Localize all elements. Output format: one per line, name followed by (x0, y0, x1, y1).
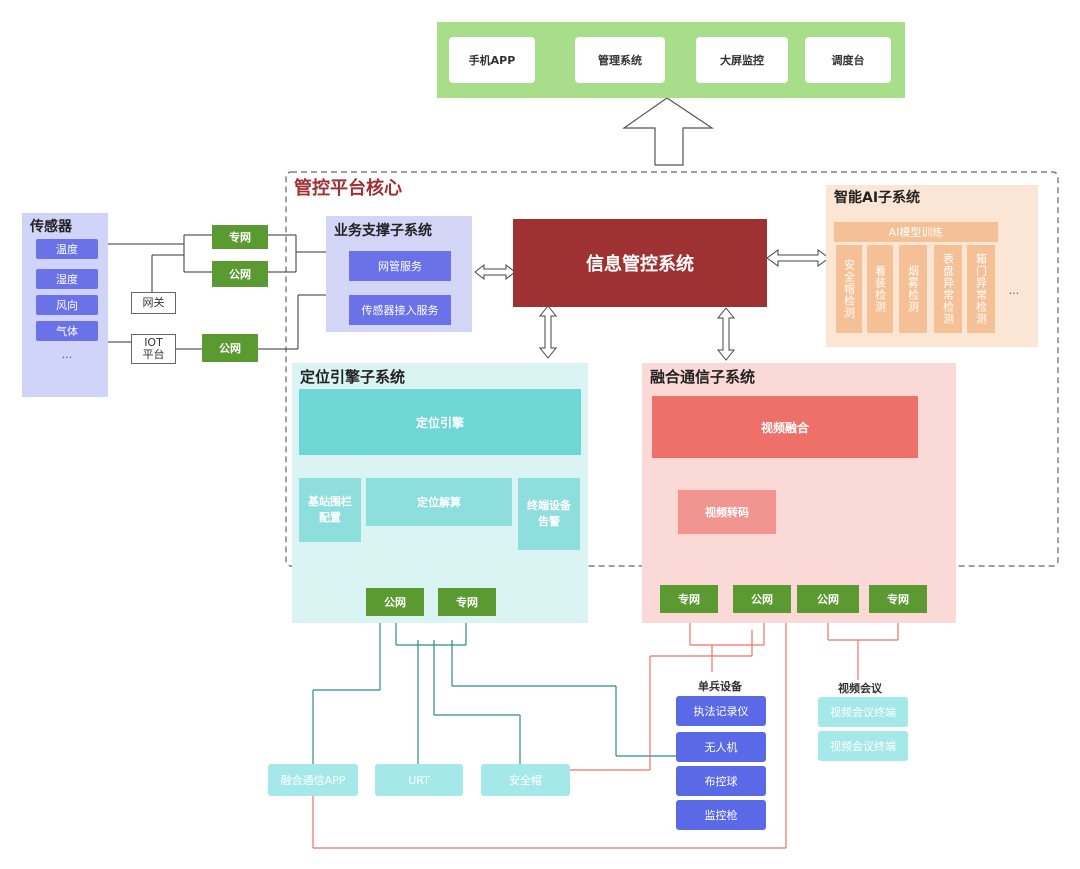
double-arrow-comm-icon (716, 307, 736, 361)
ai-more: ... (1008, 283, 1020, 297)
client-app-dispatch: 调度台 (805, 37, 891, 83)
ai-smoke-detect: 烟雾检测 (899, 245, 927, 333)
ai-title: 智能AI子系统 (834, 190, 921, 206)
comm-video-fusion: 视频融合 (652, 396, 918, 458)
videoconf-terminal-1: 视频会议终端 (818, 697, 908, 727)
videoconf-terminal-2: 视频会议终端 (818, 731, 908, 761)
client-app-management: 管理系统 (575, 37, 665, 83)
up-arrow-icon (622, 97, 714, 166)
pos-engine: 定位引擎 (299, 389, 581, 455)
iot-public-net: 公网 (202, 334, 258, 362)
soldier-title: 单兵设备 (698, 680, 742, 693)
comm-title: 融合通信子系统 (650, 368, 756, 386)
sensor-more: ... (61, 347, 73, 361)
sensor-wind: 风向 (36, 295, 98, 315)
sensor-temperature: 温度 (36, 239, 98, 259)
biz-network-mgmt: 网管服务 (349, 251, 451, 281)
comm-public-net-2: 公网 (797, 585, 859, 613)
bottom-helmet: 安全帽 (481, 764, 570, 796)
ai-model-training: AI模型训练 (834, 222, 998, 242)
comm-private-net-2: 专网 (869, 585, 927, 613)
ai-helmet-detect: 安全帽检测 (836, 245, 862, 333)
pos-fence-config: 基站围栏配置 (299, 478, 361, 542)
pos-solve: 定位解算 (366, 478, 512, 526)
sensor-gas: 气体 (36, 321, 98, 341)
double-arrow-ai-icon (766, 249, 830, 267)
core-title: 管控平台核心 (294, 178, 402, 199)
ai-door-detect: 箱门异常检测 (967, 245, 995, 333)
comm-private-net-1: 专网 (660, 585, 718, 613)
soldier-drone: 无人机 (676, 732, 766, 762)
double-arrow-biz-icon (474, 263, 516, 281)
ai-dress-detect: 着装检测 (867, 245, 893, 333)
sensor-private-net: 专网 (212, 225, 268, 249)
comm-public-net-1: 公网 (733, 585, 791, 613)
bottom-comm-app: 融合通信APP (268, 764, 358, 796)
pos-private-net: 专网 (438, 588, 496, 616)
gateway-box: 网关 (131, 292, 176, 314)
client-app-bigscreen: 大屏监控 (696, 37, 788, 83)
pos-public-net: 公网 (366, 588, 424, 616)
info-mgmt-system: 信息管控系统 (513, 219, 767, 307)
soldier-dome-camera: 布控球 (676, 766, 766, 796)
biz-sensor-access: 传感器接入服务 (349, 295, 451, 325)
iot-platform-box: IOT 平台 (131, 334, 176, 364)
double-arrow-pos-icon (538, 305, 558, 359)
bottom-urt: URT (375, 764, 463, 796)
pos-terminal-alarm: 终端设备告警 (518, 478, 580, 550)
comm-video-transcode: 视频转码 (678, 490, 776, 534)
videoconf-title: 视频会议 (838, 682, 882, 695)
sensor-public-net: 公网 (212, 261, 268, 287)
sensor-title: 传感器 (30, 219, 72, 235)
ai-dial-detect: 表盘异常检测 (934, 245, 962, 333)
soldier-recorder: 执法记录仪 (676, 696, 766, 726)
sensor-humidity: 湿度 (36, 269, 98, 289)
client-app-mobile: 手机APP (449, 37, 535, 83)
soldier-bullet-camera: 监控枪 (676, 800, 766, 830)
biz-title: 业务支撑子系统 (334, 223, 432, 239)
pos-title: 定位引擎子系统 (300, 368, 406, 386)
